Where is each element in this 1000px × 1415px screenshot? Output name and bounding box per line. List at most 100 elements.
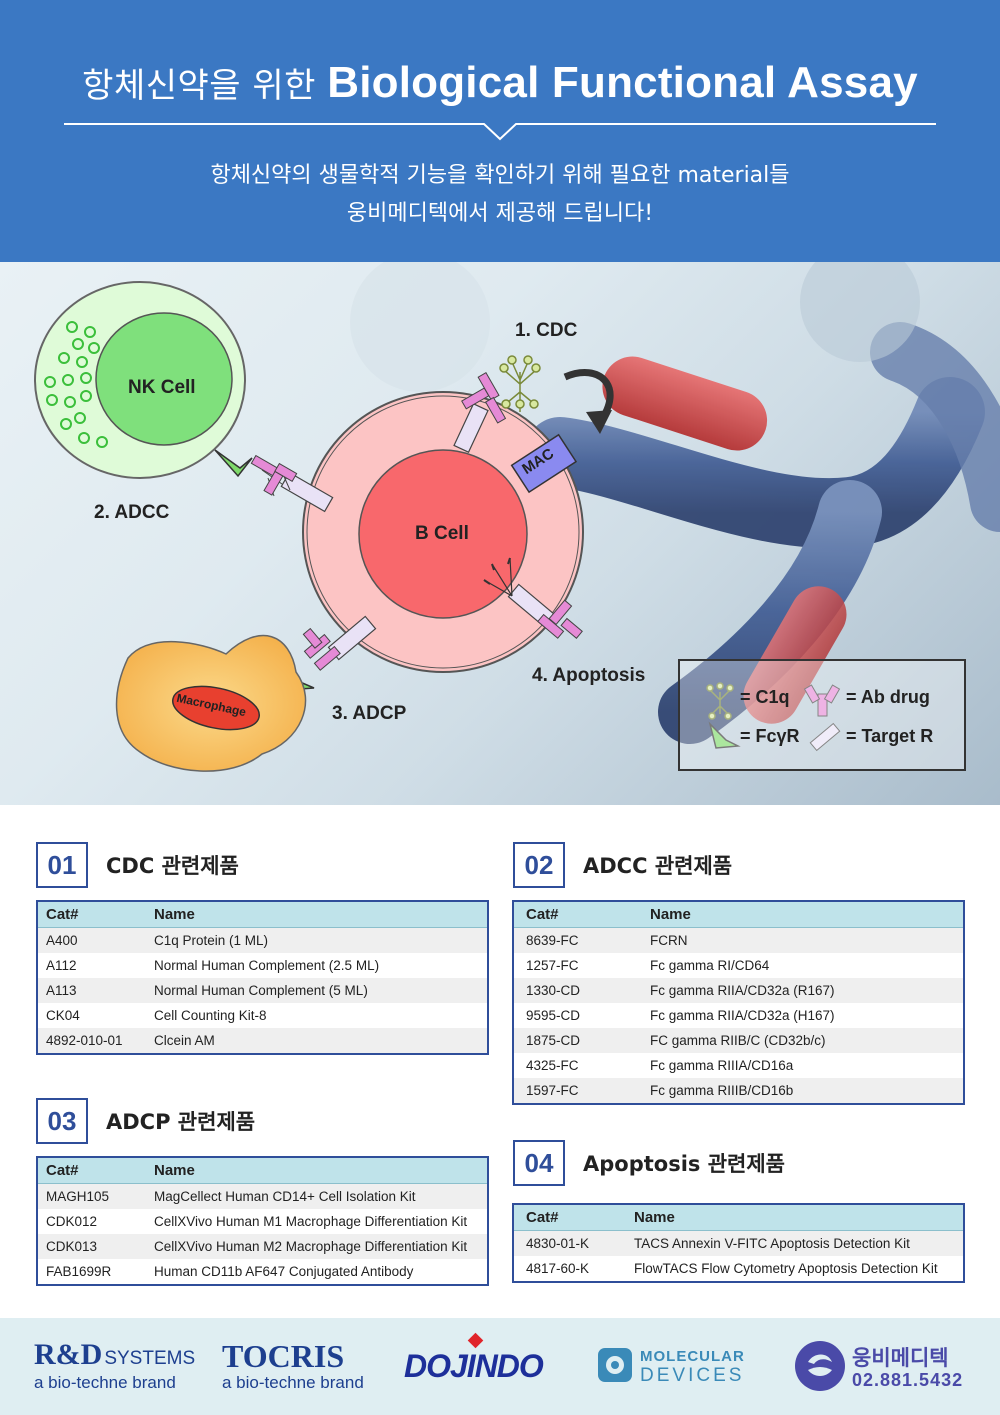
cell-name: Cell Counting Kit-8 [154, 1008, 267, 1023]
tocris-main: TOCRIS [222, 1338, 345, 1374]
cell-name: MagCellect Human CD14+ Cell Isolation Ki… [154, 1189, 416, 1204]
rnd-sub: a bio-techne brand [34, 1373, 176, 1392]
cell-name: Fc gamma RIIIA/CD16a [650, 1058, 794, 1073]
section-number: 04 [513, 1140, 565, 1186]
rnd-systems: SYSTEMS [104, 1348, 196, 1369]
cell-cat: 4892-010-01 [46, 1033, 123, 1048]
molecular-devices-icon [598, 1348, 632, 1382]
md-line2: DEVICES [640, 1365, 745, 1386]
cell-cat: CDK013 [46, 1239, 98, 1254]
molecular-devices-logo: MOLECULAR DEVICES [596, 1318, 766, 1415]
adcc-label: 2. ADCC [94, 502, 170, 523]
cell-cat: 4817-60-K [526, 1261, 590, 1276]
b-cell [302, 391, 584, 673]
page-title: 항체신약을 위한 Biological Functional Assay [0, 58, 1000, 108]
cell-cat: 1597-FC [526, 1083, 579, 1098]
cell-cat: A400 [46, 933, 78, 948]
section-title: ADCP 관련제품 [106, 1110, 256, 1134]
table-row: CK04 Cell Counting Kit-8 [38, 1003, 487, 1028]
cell-name: CellXVivo Human M1 Macrophage Differenti… [154, 1214, 468, 1229]
header-subtitle: 항체신약의 생물학적 기능을 확인하기 위해 필요한 material들 웅비메… [0, 157, 1000, 233]
cdc-label: 1. CDC [515, 320, 578, 341]
title-korean: 항체신약을 위한 [82, 66, 328, 106]
cell-cat: 8639-FC [526, 933, 579, 948]
cell-name: Clcein AM [154, 1033, 215, 1048]
table-row: 4817-60-K FlowTACS Flow Cytometry Apoptos… [514, 1256, 963, 1281]
apoptosis-receptor-antibody [483, 557, 583, 639]
apoptosis-label: 4. Apoptosis [532, 665, 646, 686]
cell-name: Fc gamma RIIA/CD32a (R167) [650, 983, 835, 998]
section-title: ADCC 관련제품 [583, 854, 733, 878]
mechanism-illustration: NK Cell B Cell Macrophage MAC 1. CDC 2. … [0, 262, 1000, 805]
table-header: Cat# Name [38, 1158, 487, 1184]
subtitle-line-1: 항체신약의 생물학적 기능을 확인하기 위해 필요한 material들 [210, 163, 790, 188]
nk-cell [34, 281, 253, 479]
cell-name: Fc gamma RIIA/CD32a (H167) [650, 1008, 835, 1023]
col-cat: Cat# [46, 1162, 79, 1179]
header-banner: 항체신약을 위한 Biological Functional Assay 항체신… [0, 0, 1000, 262]
tocris-sub: a bio-techne brand [222, 1373, 364, 1392]
table-row: A112 Normal Human Complement (2.5 ML) [38, 953, 487, 978]
cdc-receptor-antibody [453, 355, 614, 494]
cell-cat: 4830-01-K [526, 1236, 590, 1251]
title-divider [64, 123, 936, 141]
dojindo-wordmark: DOJINDO [404, 1348, 544, 1384]
table-row: 8639-FC FCRN [514, 928, 963, 953]
cell-cat: CK04 [46, 1008, 80, 1023]
cell-cat: A112 [46, 958, 77, 973]
cell-name: Human CD11b AF647 Conjugated Antibody [154, 1264, 414, 1279]
section-number: 03 [36, 1098, 88, 1144]
table-header: Cat# Name [38, 902, 487, 928]
cell-name: CellXVivo Human M2 Macrophage Differenti… [154, 1239, 468, 1254]
cell-cat: 9595-CD [526, 1008, 581, 1023]
col-name: Name [154, 906, 195, 923]
col-name: Name [650, 906, 691, 923]
cell-name: Normal Human Complement (5 ML) [154, 983, 368, 998]
subtitle-line-2: 웅비메디텍에서 제공해 드립니다! [346, 201, 654, 226]
b-cell-label: B Cell [415, 523, 469, 544]
cell-cat: CDK012 [46, 1214, 98, 1229]
adcc-receptor-antibody [250, 454, 334, 513]
table-row: A113 Normal Human Complement (5 ML) [38, 978, 487, 1003]
cell-cat: A113 [46, 983, 77, 998]
cell-name: FlowTACS Flow Cytometry Apoptosis Detect… [634, 1261, 938, 1276]
dojindo-logo: DOJINDO [404, 1318, 564, 1415]
macrophage-cell [115, 634, 307, 772]
legend-icons [706, 682, 841, 752]
dojindo-dot-icon [467, 1332, 484, 1349]
woongbi-name: 웅비메디텍 [852, 1346, 949, 1370]
table-body: 4830-01-K TACS Annexin V-FITC Apoptosis D… [514, 1231, 963, 1281]
tocris-logo: TOCRIS a bio-techne brand [222, 1318, 372, 1415]
illustration-canvas [34, 262, 1000, 772]
table-row: 9595-CD Fc gamma RIIA/CD32a (H167) [514, 1003, 963, 1028]
section-title: CDC 관련제품 [106, 854, 239, 878]
legend-target-r: = Target R [846, 726, 934, 746]
col-cat: Cat# [526, 906, 559, 923]
rnd-main: R&D [34, 1338, 103, 1371]
table-row: 4892-010-01 Clcein AM [38, 1028, 487, 1053]
section-title: Apoptosis 관련제품 [583, 1152, 785, 1176]
cell-name: TACS Annexin V-FITC Apoptosis Detection … [634, 1236, 910, 1251]
nk-cell-label: NK Cell [128, 377, 196, 398]
table-row: A400 C1q Protein (1 ML) [38, 928, 487, 953]
adcp-label: 3. ADCP [332, 703, 407, 724]
table-row: CDK013 CellXVivo Human M2 Macrophage Diff… [38, 1234, 487, 1259]
md-line1: MOLECULAR [640, 1348, 745, 1365]
cell-name: FC gamma RIIB/C (CD32b/c) [650, 1033, 826, 1048]
cell-name: Normal Human Complement (2.5 ML) [154, 958, 380, 973]
cell-name: FCRN [650, 933, 688, 948]
cell-name: C1q Protein (1 ML) [154, 933, 269, 948]
legend-box: = C1q = Ab drug = FcγR = Target R [678, 659, 966, 771]
